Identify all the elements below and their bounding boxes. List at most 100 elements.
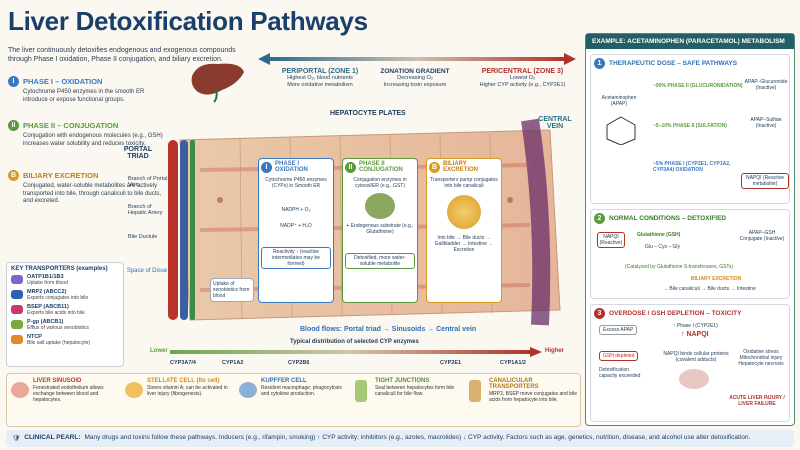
gradient-title: ZONATION GRADIENT — [380, 68, 450, 75]
cyp-label: CYP1A2 — [222, 360, 244, 366]
clinical-pearl: 🛡 CLINICAL PEARL: Many drugs and toxins … — [6, 430, 794, 447]
napqi-binds: NAPQI binds cellular proteins (covalent … — [663, 351, 729, 363]
gsh-structure: Glu – Cys – Gly — [645, 244, 681, 250]
transporter-icon — [11, 305, 23, 314]
transporter-icon — [11, 335, 23, 344]
stellate-icon — [125, 382, 143, 398]
cyp-higher-label: Higher — [545, 348, 565, 354]
gsh-depleted: GSH depleted — [599, 351, 639, 361]
cell-desc: Seal between hepatocytes form bile canal… — [375, 385, 455, 397]
phase-1-box-text: Cytochrome P450 enzymes (CYPs) in Smooth… — [265, 177, 327, 189]
apap-example-panel: EXAMPLE: ACETAMINOPHEN (PARACETAMOL) MET… — [585, 33, 795, 426]
apap-example-header: EXAMPLE: ACETAMINOPHEN (PARACETAMOL) MET… — [586, 34, 794, 49]
transporter-desc: Uptake from blood — [27, 280, 68, 286]
transporter-icon — [11, 275, 23, 284]
phase-1-box-title: PHASE I OXIDATION — [275, 161, 308, 173]
biliary-excretion-label: BILIARY EXCRETION — [691, 276, 742, 282]
biliary-box-badge: B — [429, 161, 440, 173]
enzyme-icon — [365, 193, 395, 219]
phase1-up: ↑ Phase I (CYP2E1) — [673, 323, 718, 329]
acute-liver-injury: ACUTE LIVER INJURY / LIVER FAILURE — [729, 395, 785, 407]
cell-kupffer: KUPFFER CELL Resident macrophage; phagoc… — [239, 378, 349, 398]
phase-2-box-title: PHASE II CONJUGATION — [359, 161, 403, 173]
cell-canalicular-transporters: CANALICULAR TRANSPORTERS MRP2, BSEP move… — [467, 378, 577, 403]
gradient-text: Decreasing O₂ Increasing toxin exposure — [383, 75, 447, 88]
glucuronidation-path: ~90% PHASE II (GLUCURONIDATION) — [653, 83, 743, 89]
sulfation-path: ~5–10% PHASE II (SULFATION) — [653, 123, 727, 129]
cell-types-strip: LIVER SINUSOID Fenestrated endothelium a… — [6, 373, 581, 427]
transporter-desc: Exports bile acids into bile — [27, 310, 85, 316]
transporter-item: BSEP (ABCB11)Exports bile acids into bil… — [11, 304, 119, 316]
phase-1-foot: Reactivity ↑ (reactive intermediates may… — [261, 247, 331, 269]
bile-ductule-label: Bile Ductule — [128, 234, 158, 240]
transporter-icon — [11, 320, 23, 329]
overdose-section: 3 OVERDOSE / GSH DEPLETION – TOXICITY Exc… — [590, 304, 790, 422]
section-2-badge: 2 — [594, 213, 605, 224]
transporter-item: MRP2 (ABCC2)Exports conjugates into bile — [11, 289, 119, 301]
therapeutic-title: THERAPEUTIC DOSE – SAFE PATHWAYS — [609, 60, 738, 67]
uptake-box: Uptake of xenobiotics from blood — [210, 278, 254, 302]
pericentral-title: PERICENTRAL (ZONE 3) — [481, 68, 564, 75]
biliary-box-text: Transporters pump conjugates into bile c… — [430, 177, 498, 189]
cyp-label: CYP3A7/4 — [170, 360, 196, 366]
pericentral-text: Lowest O₂ Higher CYP activity (e.g., CYP… — [479, 75, 566, 88]
transporter-desc: Exports conjugates into bile — [27, 295, 89, 301]
biliary-text: Conjugated, water-soluble metabolites ar… — [23, 183, 162, 204]
phase-1-eq1: NADPH + O₂ — [281, 207, 311, 213]
phase-1-eq2: NADP⁺ + H₂O — [280, 223, 312, 229]
overdose-title: OVERDOSE / GSH DEPLETION – TOXICITY — [609, 310, 742, 317]
cyp-label: CYP1A1/2 — [500, 360, 526, 366]
periportal-text: Highest O₂, blood nutrients More oxidati… — [287, 75, 353, 88]
biliary-box-title: BILIARY EXCRETION — [443, 161, 479, 173]
glucuronide-product: APAP–Glucuronide (Inactive) — [744, 79, 788, 91]
cell-desc: Fenestrated endothelium allows exchange … — [33, 385, 104, 403]
glutathione-label: Glutathione (GSH) — [637, 232, 681, 238]
biliary-eq1: Into bile → Bile ducts → Gallbladder → I… — [434, 235, 494, 253]
transporter-desc: Efflux of various xenobiotics — [27, 325, 89, 331]
cyp-caption: Typical distribution of selected CYP enz… — [290, 339, 419, 345]
transporter-desc: Bile salt uptake (hepatocyte) — [27, 340, 91, 346]
transporter-icon — [11, 290, 23, 299]
transporter-name: NTCP — [27, 334, 42, 340]
sulfate-product: APAP–Sulfate (Inactive) — [750, 117, 782, 129]
transporter-name: P-gp (ABCB1) — [27, 319, 64, 325]
excess-apap: Excess APAP — [599, 325, 638, 335]
apap-drug-label: Acetaminophen (APAP) — [601, 95, 637, 107]
normal-title: NORMAL CONDITIONS – DETOXIFIED — [609, 215, 727, 222]
cyp-label: CYP2E1 — [440, 360, 462, 366]
detox-exceeded: Detoxification capacity exceeded — [599, 367, 641, 379]
space-of-disse-label: Space of Disse — [126, 268, 168, 274]
cyp-label: CYP2B6 — [288, 360, 310, 366]
cyp-gradient-bar — [170, 347, 542, 357]
phase-1-text: Cytochrome P450 enzymes in the smooth ER… — [23, 89, 145, 103]
oxidative-stress: Oxidative stress Mitochondrial injury He… — [738, 349, 784, 367]
phase-1-badge: I — [8, 76, 19, 87]
phase-2-title: PHASE II – CONJUGATION — [23, 121, 119, 130]
cyp-lower-label: Lower — [150, 348, 168, 354]
napqi-reactive: NAPQI (Reactive) — [597, 232, 625, 248]
biliary-title: BILIARY EXCRETION — [23, 171, 99, 180]
section-3-badge: 3 — [594, 308, 605, 319]
bile-path: → Bile canaliculi → Bile ducts → Intesti… — [663, 286, 756, 292]
cell-name: STELLATE CELL (Ito cell) — [147, 378, 220, 384]
pearl-icon: 🛡 — [12, 435, 21, 442]
pearl-text: Many drugs and toxins follow these pathw… — [84, 434, 751, 441]
napqi-up: ↑ NAPQI — [681, 331, 709, 338]
phase-2-box-badge: II — [345, 161, 356, 173]
blood-flow-label: Blood flows: Portal triad → Sinusoids → … — [300, 326, 477, 333]
transporter-name: BSEP (ABCB11) — [27, 304, 69, 310]
cell-desc: Stores vitamin A; can be activated in li… — [147, 385, 228, 397]
cell-desc: MRP2, BSEP move conjugates and bile acid… — [489, 391, 578, 403]
periportal-zone: PERIPORTAL (ZONE 1) Highest O₂, blood nu… — [275, 68, 365, 89]
tight-junction-icon — [355, 380, 367, 402]
hepatocyte-plates-label: HEPATOCYTE PLATES — [330, 110, 406, 117]
apap-structure-icon — [606, 116, 636, 145]
pearl-label: CLINICAL PEARL: — [24, 434, 81, 441]
damaged-cell-icon — [679, 369, 709, 389]
